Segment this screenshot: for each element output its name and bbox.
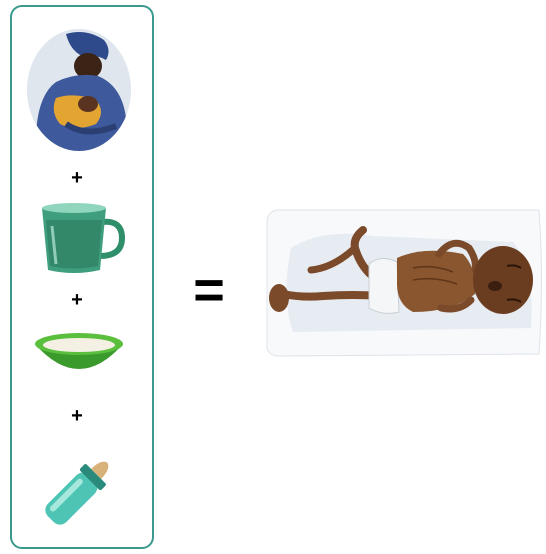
- feeding-bottle-illustration: [34, 450, 120, 536]
- plus-sign-1: +: [0, 168, 154, 188]
- equals-sign: =: [192, 270, 226, 310]
- malnourished-infant-illustration: [263, 208, 545, 360]
- plus-sign-3: +: [0, 406, 154, 426]
- mother-breastfeeding-illustration: [26, 28, 132, 152]
- cup-of-water-illustration: [38, 200, 126, 276]
- plus-sign-2: +: [0, 290, 154, 310]
- bowl-of-porridge-illustration: [32, 330, 126, 384]
